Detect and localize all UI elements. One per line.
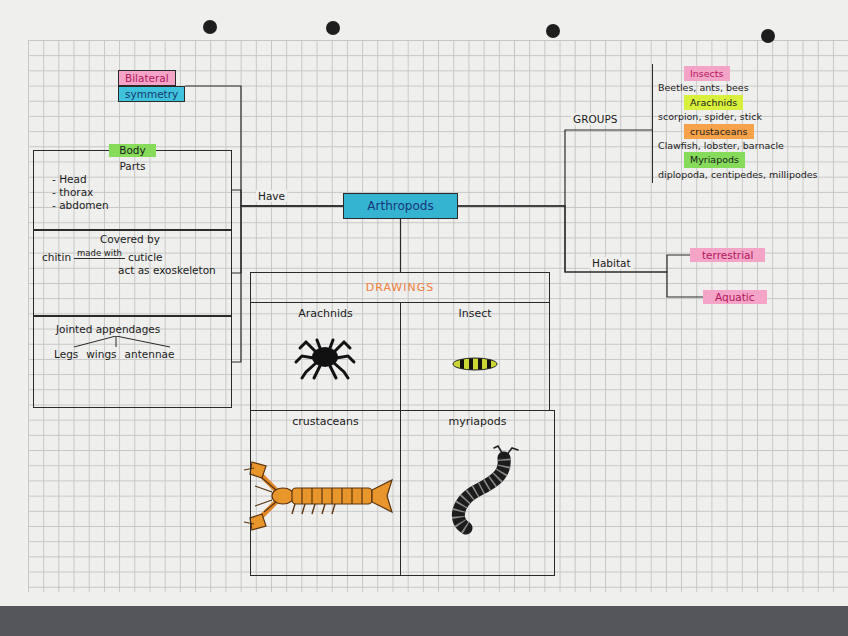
text-row: chitinmade withcuticle — [42, 248, 223, 264]
node-text: Myriapods — [684, 152, 745, 167]
edge-label: Habitat — [590, 257, 633, 269]
node-text: Parts — [119, 160, 145, 173]
node-text: diplopoda, centipedes, millipodes — [658, 168, 818, 181]
drawing-cell: Insect — [400, 302, 550, 411]
connector-line — [232, 206, 343, 273]
insect-drawing — [453, 356, 497, 372]
node-text: antennae — [125, 348, 175, 361]
appendages-box: Jointed appendagesLegs wings antennae — [33, 316, 232, 408]
branch-lines — [52, 336, 202, 348]
myriapod-drawing — [458, 446, 518, 528]
node-text: Beetles, ants, bees — [658, 81, 749, 94]
node-text: Body — [109, 144, 156, 157]
node-text: Bilateral — [118, 70, 176, 86]
node-text: Insect — [458, 307, 491, 320]
node-text: - thorax — [52, 186, 93, 199]
node-text: crustaceans — [292, 415, 359, 428]
connector-line — [185, 86, 343, 206]
highlight-label-pair: Bilateralsymmetry — [118, 70, 185, 102]
node-text: cuticle — [128, 251, 163, 264]
groups-list: InsectsBeetles, ants, beesArachnidsscorp… — [652, 64, 820, 183]
connector-line — [458, 206, 690, 272]
node-text: Aquatic — [703, 290, 767, 304]
drawing-cell: crustaceans — [250, 410, 401, 576]
connector-note: made with — [74, 248, 125, 259]
node-text: myriapods — [449, 415, 507, 428]
body-parts-box: BodyParts- Head- thorax- abdomen — [33, 150, 232, 230]
text-row: Legs wings antennae — [54, 348, 223, 361]
spider-drawing — [296, 340, 354, 378]
connector-line — [458, 130, 652, 206]
node-text: act as exoskeleton — [118, 264, 216, 277]
node-text: Arachnids — [298, 307, 353, 320]
habitat-tag: Aquatic — [703, 290, 767, 304]
connector-line — [400, 219, 401, 272]
central-concept-box: Arthropods — [343, 193, 458, 219]
binder-holes — [203, 20, 775, 43]
node-text: Arachnids — [684, 95, 743, 110]
node-text: - abdomen — [52, 199, 109, 212]
node-text: chitin — [42, 251, 71, 264]
node-text: scorpion, spider, stick — [658, 110, 762, 123]
habitat-tag: terrestrial — [690, 248, 765, 262]
node-text: - Head — [52, 173, 87, 186]
edge-label: GROUPS — [571, 113, 619, 125]
line-label: Have — [256, 190, 287, 202]
node-text: wings — [86, 348, 116, 361]
connector-line — [232, 190, 343, 206]
node-text: crustaceans — [684, 124, 754, 139]
connector-line — [458, 206, 703, 297]
node-text: symmetry — [118, 86, 185, 102]
connector-line — [232, 206, 343, 362]
drawings-band: DRAWINGS — [250, 272, 550, 303]
node-text: Clawfish, lobster, barnacle — [658, 139, 784, 152]
covering-box: Covered by chitinmade withcuticleact as e… — [33, 230, 232, 316]
node-text: Legs — [54, 348, 78, 361]
node-text: DRAWINGS — [366, 281, 434, 294]
node-text: Arthropods — [367, 199, 433, 213]
node-text: Insects — [684, 66, 730, 81]
drawing-cell: Arachnids — [250, 302, 401, 411]
node-text: Jointed appendages — [56, 323, 160, 336]
crayfish-drawing — [244, 462, 392, 530]
node-text: terrestrial — [690, 248, 765, 262]
drawing-cell: myriapods — [400, 410, 555, 576]
node-text: Covered by — [100, 233, 160, 246]
